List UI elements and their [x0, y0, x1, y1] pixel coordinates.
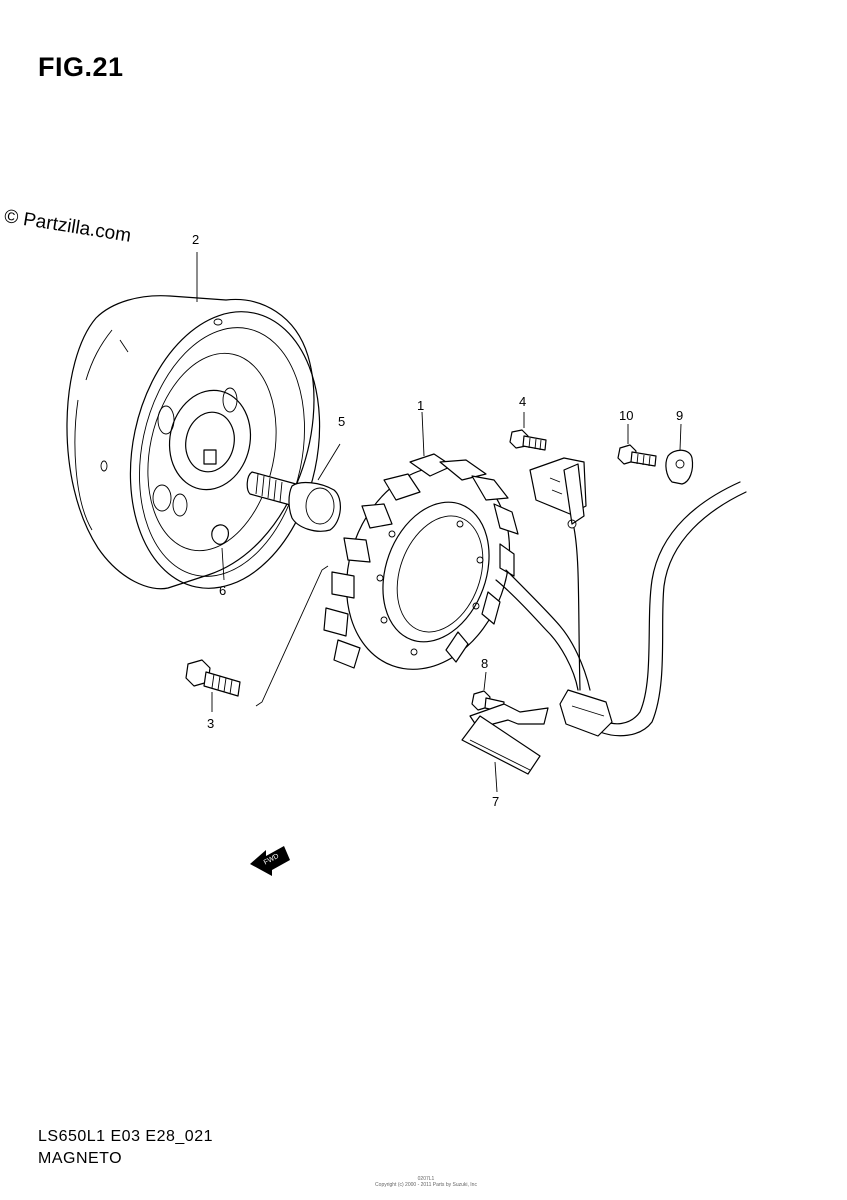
leader-9	[679, 423, 682, 451]
label-part-9: 9	[676, 408, 683, 423]
label-part-8: 8	[481, 656, 488, 671]
stator-bolt[interactable]	[185, 659, 241, 697]
copyright-line-2: Copyright (c) 2000 - 2011 Parts by Suzuk…	[375, 1182, 477, 1188]
label-part-2: 2	[192, 232, 199, 247]
key[interactable]	[211, 524, 229, 545]
wire-guide-7[interactable]	[461, 703, 549, 775]
leader-7	[494, 761, 498, 793]
label-part-1: 1	[417, 398, 424, 413]
leader-5	[317, 443, 341, 481]
clamp-screw-4[interactable]	[509, 429, 547, 451]
label-part-4: 4	[519, 394, 526, 409]
label-part-6: 6	[219, 583, 226, 598]
rotor-bolt[interactable]	[246, 471, 341, 532]
leader-8	[483, 671, 487, 691]
stator[interactable]	[319, 444, 591, 693]
fwd-arrow-icon: FWD	[250, 846, 290, 876]
clamp-9[interactable]	[665, 449, 694, 485]
leader-1	[421, 411, 425, 457]
copyright-line-1: 0207L1	[417, 1176, 435, 1182]
wire-bracket[interactable]	[529, 457, 587, 691]
wire-harness[interactable]	[559, 481, 747, 737]
diagram-name: MAGNETO	[38, 1150, 123, 1167]
diagram-code: LS650L1 E03 E28_021	[38, 1128, 213, 1145]
rotor-flywheel[interactable]	[66, 294, 344, 606]
label-part-7: 7	[492, 794, 499, 809]
leader-3-stator	[255, 565, 329, 707]
label-part-3: 3	[207, 716, 214, 731]
label-part-10: 10	[619, 408, 633, 423]
copyright-block: 0207L1 Copyright (c) 2000 - 2011 Parts b…	[366, 1176, 486, 1188]
bolt-10[interactable]	[617, 444, 657, 467]
label-part-5: 5	[338, 414, 345, 429]
figure-title: FIG.21	[38, 52, 124, 82]
leader-6	[221, 547, 225, 581]
